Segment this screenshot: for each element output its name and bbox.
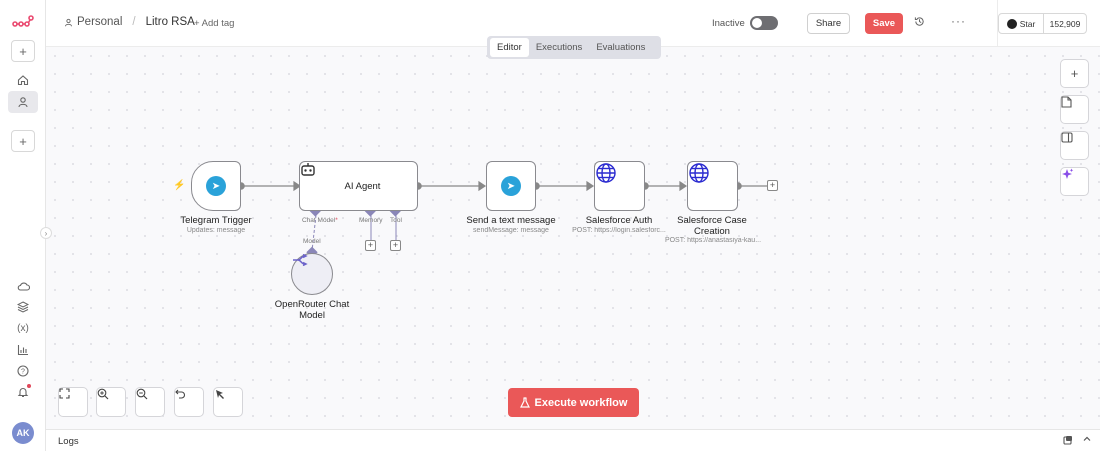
node-ai-agent[interactable]: AI Agent xyxy=(299,161,418,211)
node-subtitle-send-message: sendMessage: message xyxy=(473,227,549,234)
execute-workflow-label: Execute workflow xyxy=(534,396,628,409)
github-star-label: Star xyxy=(1019,18,1036,29)
chevron-up-icon[interactable] xyxy=(1082,434,1092,447)
workflow-canvas[interactable]: ⚡ ➤ Telegram Trigger Updates: message AI… xyxy=(46,47,1100,429)
node-telegram-trigger[interactable]: ➤ xyxy=(191,161,241,211)
node-salesforce-auth[interactable] xyxy=(594,161,645,211)
undo-icon[interactable] xyxy=(174,387,204,417)
bell-icon[interactable] xyxy=(11,381,35,403)
history-icon[interactable] xyxy=(914,16,925,30)
node-salesforce-case[interactable] xyxy=(687,161,738,211)
sidebar-collapse-icon[interactable]: › xyxy=(40,227,52,239)
telegram-icon: ➤ xyxy=(501,176,521,196)
save-button[interactable]: Save xyxy=(865,13,903,34)
globe-icon xyxy=(689,163,709,183)
home-icon[interactable] xyxy=(11,69,35,91)
logs-title: Logs xyxy=(58,436,79,447)
trigger-bolt-icon: ⚡ xyxy=(173,180,186,191)
sticky-note-icon[interactable] xyxy=(1060,95,1089,124)
globe-icon xyxy=(596,163,616,183)
header-divider xyxy=(997,0,998,47)
add-memory-button[interactable]: + xyxy=(365,240,376,251)
help-icon[interactable]: ? xyxy=(11,360,35,382)
cloud-icon[interactable] xyxy=(11,275,35,297)
left-sidebar: + + (x) ? AK xyxy=(0,0,46,451)
arrow-head xyxy=(478,180,487,192)
port-label-chat-model: Chat Model* xyxy=(302,217,338,224)
port-label-tool: Tool xyxy=(390,217,402,224)
logs-panel[interactable]: Logs xyxy=(46,429,1100,451)
templates-icon[interactable] xyxy=(11,296,35,318)
active-toggle[interactable] xyxy=(750,16,778,30)
tab-executions[interactable]: Executions xyxy=(535,42,583,53)
tab-editor[interactable]: Editor xyxy=(490,38,529,57)
owner-icon xyxy=(65,18,72,26)
node-subtitle-telegram-trigger: Updates: message xyxy=(186,227,246,234)
add-tool-button[interactable]: + xyxy=(390,240,401,251)
arrow-head xyxy=(586,180,595,192)
avatar[interactable]: AK xyxy=(12,422,34,444)
svg-text:?: ? xyxy=(21,369,25,376)
logo-icon[interactable] xyxy=(11,11,35,33)
breadcrumb-separator: / xyxy=(132,16,136,28)
zoom-out-icon[interactable] xyxy=(135,387,165,417)
node-title-telegram-trigger: Telegram Trigger xyxy=(180,215,252,226)
person-icon[interactable] xyxy=(8,91,38,113)
breadcrumb: Personal / Litro RSA xyxy=(64,16,195,28)
zoom-in-icon[interactable] xyxy=(96,387,126,417)
tidy-up-icon[interactable] xyxy=(213,387,243,417)
arrow-head xyxy=(679,180,688,192)
node-title-sf-auth: Salesforce Auth xyxy=(585,215,653,226)
add-tag-button[interactable]: + Add tag xyxy=(194,18,235,29)
required-marker: * xyxy=(335,217,338,224)
port-label-memory: Memory xyxy=(359,217,383,224)
port-label-model: Model xyxy=(303,238,321,245)
node-title-ai-agent: AI Agent xyxy=(344,180,381,192)
telegram-icon: ➤ xyxy=(206,176,226,196)
flask-icon xyxy=(519,397,530,408)
share-button[interactable]: Share xyxy=(807,13,850,34)
node-send-text-message[interactable]: ➤ xyxy=(486,161,536,211)
insights-icon[interactable] xyxy=(11,339,35,361)
variables-icon[interactable]: (x) xyxy=(17,322,29,334)
toggle-knob xyxy=(752,18,762,28)
connection-model xyxy=(311,214,317,252)
tab-evaluations[interactable]: Evaluations xyxy=(596,42,646,53)
node-title-openrouter: OpenRouter Chat Model xyxy=(274,299,350,321)
fit-view-icon[interactable] xyxy=(58,387,88,417)
openrouter-icon xyxy=(293,254,308,266)
panel-icon[interactable] xyxy=(1060,131,1089,160)
add-next-node-button[interactable]: + xyxy=(767,180,778,191)
workflow-name[interactable]: Litro RSA xyxy=(145,16,195,28)
active-status-label: Inactive xyxy=(712,18,745,29)
ai-assistant-icon[interactable] xyxy=(1060,167,1089,196)
github-star[interactable]: Star xyxy=(999,14,1044,33)
github-star-count: 152,909 xyxy=(1049,18,1081,29)
notification-dot xyxy=(27,384,31,388)
github-star-button[interactable]: Star 152,909 xyxy=(998,13,1087,34)
arrow-head xyxy=(293,180,302,192)
connections-layer xyxy=(237,180,768,258)
github-icon xyxy=(1006,18,1017,29)
node-subtitle-sf-case: POST: https://anastasiya-kau... xyxy=(664,237,762,244)
add-icon[interactable]: + xyxy=(11,40,35,62)
add-node-icon[interactable]: + xyxy=(1060,59,1089,88)
add-project-icon[interactable]: + xyxy=(11,130,35,152)
node-subtitle-sf-auth: POST: https://login.salesforc... xyxy=(572,227,666,234)
port-label-chat-model-text: Chat Model xyxy=(302,217,336,224)
node-openrouter-chat-model[interactable] xyxy=(291,253,333,295)
node-title-sf-case: Salesforce Case Creation xyxy=(677,215,747,237)
more-icon[interactable]: ··· xyxy=(951,14,966,28)
popout-icon[interactable] xyxy=(1063,435,1073,448)
execute-workflow-button[interactable]: Execute workflow xyxy=(508,388,639,417)
breadcrumb-owner[interactable]: Personal xyxy=(77,16,123,28)
view-tabs: Editor Executions Evaluations xyxy=(487,36,661,59)
node-title-send-message: Send a text message xyxy=(466,215,556,226)
